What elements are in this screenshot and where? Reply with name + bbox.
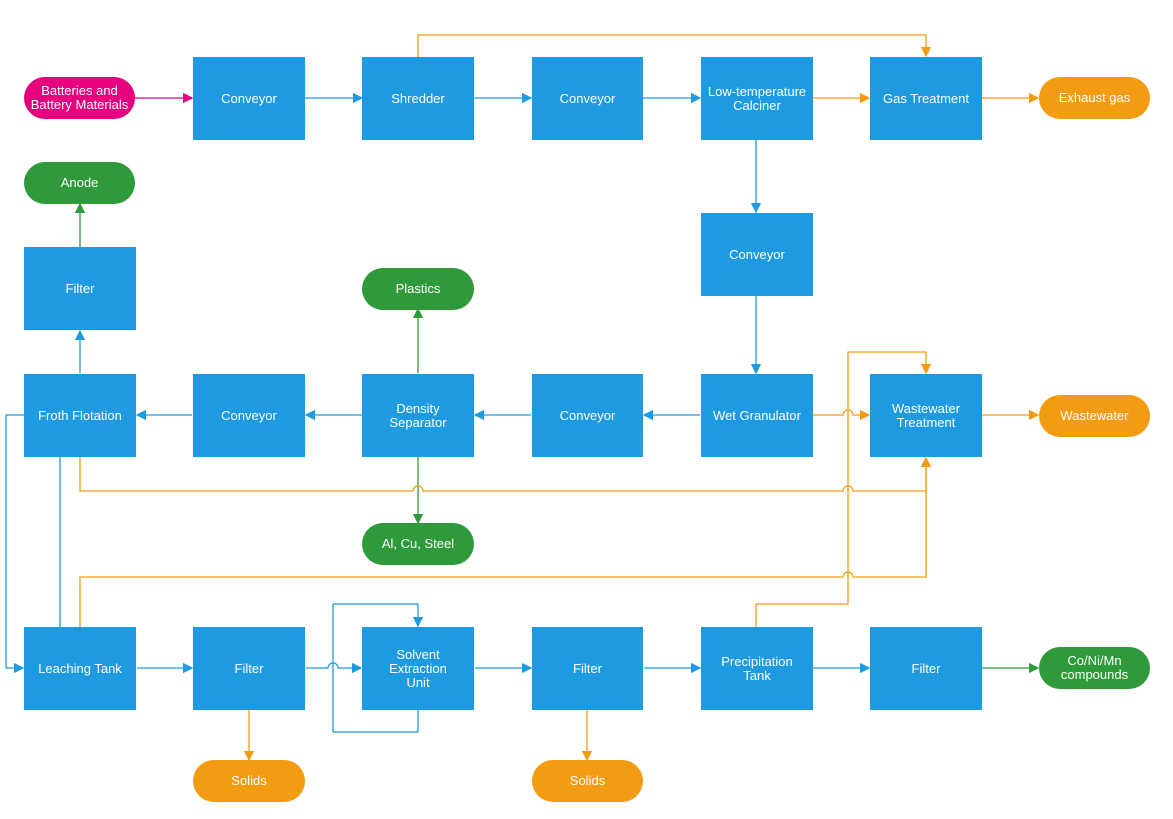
node-label: Froth Flotation — [38, 407, 122, 423]
node-leaching-tank: Leaching Tank — [24, 627, 136, 710]
node-label: Precipitation Tank — [721, 653, 793, 683]
node-label: Conveyor — [559, 407, 616, 423]
node-wastewater: Wastewater — [1039, 395, 1150, 437]
flow-wet-granulator-to-wastewater-treatment — [813, 409, 871, 421]
node-label: Solvent Extraction Unit — [389, 646, 447, 690]
node-label: Filter — [65, 280, 95, 296]
node-co-ni-mn-compounds: Co/Ni/Mn compounds — [1039, 647, 1150, 689]
node-conveyor-1: Conveyor — [193, 57, 305, 140]
node-wastewater-treatment: Wastewater Treatment — [870, 374, 982, 457]
node-plastics: Plastics — [362, 268, 474, 310]
node-wet-granulator: Wet Granulator — [701, 374, 813, 457]
node-label: Conveyor — [559, 90, 616, 106]
flow-precipitation-to-wastewater-treatment — [755, 351, 932, 627]
node-label: Co/Ni/Mn compounds — [1060, 653, 1129, 682]
flow-solvent-extraction-loop — [332, 603, 424, 733]
node-filter-b: Filter — [532, 627, 643, 710]
node-calciner: Low-temperature Calciner — [701, 57, 813, 140]
node-label: Filter — [234, 660, 264, 676]
flow-shredder-to-gas-treatment — [417, 34, 932, 58]
node-conveyor-3: Conveyor — [701, 213, 813, 296]
node-anode: Anode — [24, 162, 135, 204]
node-label: Solids — [231, 773, 267, 788]
node-label: Solids — [569, 773, 606, 788]
node-exhaust-gas: Exhaust gas — [1039, 77, 1150, 119]
node-label: Al, Cu, Steel — [381, 536, 455, 551]
node-label: Exhaust gas — [1058, 90, 1131, 105]
node-label: Plastics — [395, 281, 441, 296]
node-label: Filter — [573, 660, 602, 676]
node-froth-flotation: Froth Flotation — [24, 374, 136, 457]
node-filter-c: Filter — [870, 627, 982, 710]
node-solids-b: Solids — [532, 760, 643, 802]
node-label: Conveyor — [729, 246, 785, 262]
node-label: Shredder — [391, 90, 445, 106]
node-label: Anode — [60, 175, 99, 190]
node-label: Conveyor — [221, 407, 277, 423]
node-filter-top: Filter — [24, 247, 136, 330]
node-label: Leaching Tank — [38, 660, 122, 676]
node-conveyor-4: Conveyor — [193, 374, 305, 457]
flow-froth-to-wastewater-treatment — [79, 456, 932, 492]
flow-froth-to-leaching-tank — [5, 414, 25, 674]
node-al-cu-steel: Al, Cu, Steel — [362, 523, 474, 565]
node-label: Wastewater — [1060, 408, 1129, 423]
node-label: Batteries and Battery Materials — [30, 83, 129, 112]
node-density-separator: Density Separator — [362, 374, 474, 457]
node-filter-a: Filter — [193, 627, 305, 710]
node-label: Density Separator — [389, 400, 447, 430]
flow-leaching-to-wastewater-treatment — [79, 456, 932, 627]
node-label: Gas Treatment — [883, 90, 969, 106]
node-batteries-input: Batteries and Battery Materials — [24, 77, 135, 119]
node-solids-a: Solids — [193, 760, 305, 802]
node-label: Conveyor — [221, 90, 277, 106]
node-label: Low-temperature Calciner — [707, 83, 807, 113]
node-label: Wastewater Treatment — [891, 400, 961, 430]
node-conveyor-2: Conveyor — [532, 57, 643, 140]
node-conveyor-5: Conveyor — [532, 374, 643, 457]
node-gas-treatment: Gas Treatment — [870, 57, 982, 140]
node-label: Filter — [911, 660, 941, 676]
node-label: Wet Granulator — [713, 407, 801, 423]
node-shredder: Shredder — [362, 57, 474, 140]
node-precipitation-tank: Precipitation Tank — [701, 627, 813, 710]
node-solvent-extraction: Solvent Extraction Unit — [362, 627, 474, 710]
